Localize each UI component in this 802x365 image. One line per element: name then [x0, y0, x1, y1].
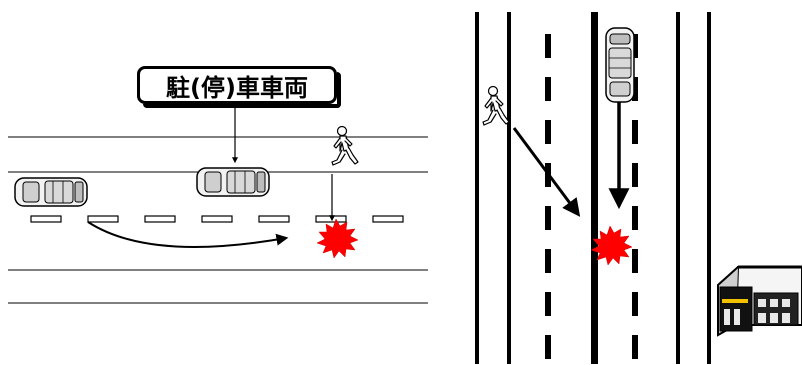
left-scene: [8, 104, 428, 304]
pedestrian-path-arrow: [512, 127, 581, 217]
lane-dashed-line-right: [632, 34, 638, 359]
sidewalk-line-right: [707, 12, 711, 364]
center-solid-line: [591, 12, 598, 364]
right-scene: [475, 12, 802, 364]
lane-dashed-line-left: [545, 34, 551, 359]
pedestrian-icon: [331, 125, 359, 166]
car-icon: [14, 177, 88, 207]
pedestrian-icon: [482, 85, 510, 126]
collision-burst-icon: [316, 218, 359, 259]
road-boundary-lines: [475, 12, 711, 364]
sidewalk-line-left: [475, 12, 479, 364]
parked-vehicle-label: 駐(停)車車両: [137, 66, 341, 108]
shop-building-icon: [717, 265, 802, 337]
vehicle-path-arrow: [87, 221, 289, 248]
car-icon: [605, 27, 635, 103]
collision-burst-icon: [590, 225, 633, 266]
road-edge-left: [507, 12, 511, 364]
car-icon: [196, 167, 270, 197]
road-edge-lines: [8, 136, 428, 304]
center-dashed-line: [30, 215, 404, 223]
road-edge-right: [676, 12, 680, 364]
